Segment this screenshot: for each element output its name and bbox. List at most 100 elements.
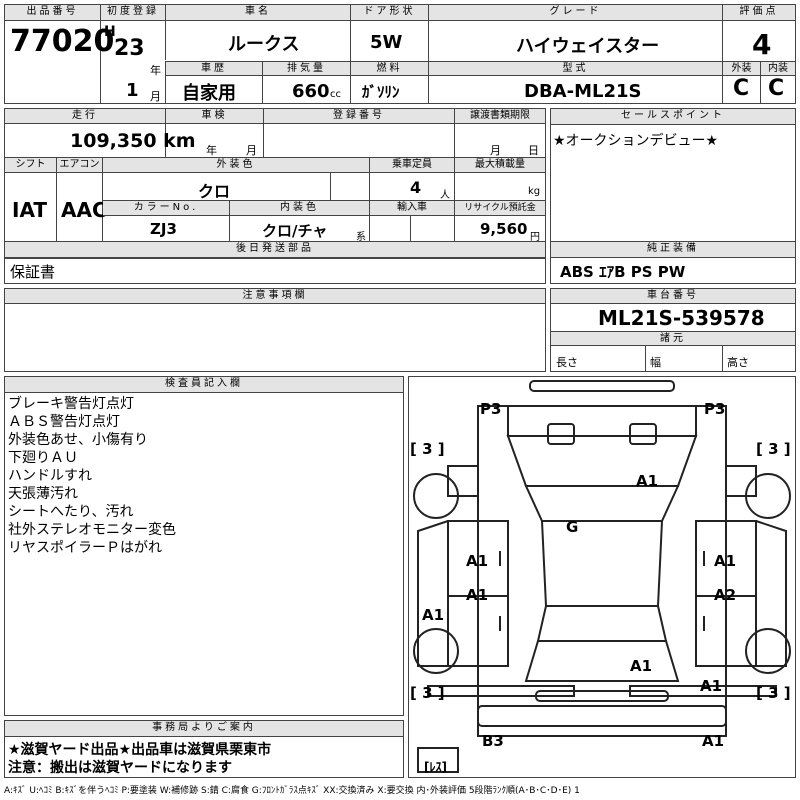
length-label: 長さ <box>556 356 578 369</box>
score: 4 <box>752 28 772 61</box>
capacity: 4 <box>410 178 422 197</box>
inspector-box <box>4 376 404 716</box>
later-parts: 保証書 <box>10 263 56 281</box>
int-color: クロ/チャ <box>262 222 328 240</box>
note-4: 下廻りＡＵ <box>8 450 78 466</box>
later-parts-box <box>4 258 546 284</box>
reg-month: 1 <box>126 80 139 101</box>
insp-month-unit: 月 <box>246 144 257 157</box>
insp-year-unit: 年 <box>206 144 217 157</box>
mark-tire-fl: [ 3 ] <box>410 440 445 458</box>
caution-label: 注意事項欄 <box>5 289 545 304</box>
legend: A:ｷｽﾞ U:ﾍｺﾐ B:ｷｽﾞを伴うﾍｺﾐ P:要塗装 W:補修跡 S:錆 … <box>4 786 580 796</box>
door-label: ドア形状 <box>351 5 428 21</box>
lot-label: 出品番号 <box>5 5 100 21</box>
sales-point: ★オークションデビュー★ <box>553 133 719 149</box>
colorno-label: カラーNo. <box>103 201 229 216</box>
mark-fl-door: A1 <box>466 552 489 570</box>
interior-label: 内装 <box>761 62 795 76</box>
mark-rl-door: A1 <box>466 586 489 604</box>
lot-number: 77020 <box>10 24 115 59</box>
era: H <box>104 24 116 40</box>
transfer-label: 譲渡書類期限 <box>455 109 545 124</box>
spec-block <box>4 108 546 260</box>
int-color-label: 内装色 <box>230 201 369 216</box>
year-unit: 年 <box>150 64 161 77</box>
maxload-label: 最大積載量 <box>455 158 545 173</box>
mark-tire-rl: [ 3 ] <box>410 684 445 702</box>
ac-label: エアコン <box>57 158 102 173</box>
width-label: 幅 <box>650 356 661 369</box>
grade: ハイウェイスター <box>516 36 660 57</box>
mark-p3-right: P3 <box>704 400 726 418</box>
first-reg-label: 初度登録 <box>101 5 165 21</box>
genuine-equipment: ABS ｴｱB PS PW <box>560 263 686 281</box>
recycle-fee: 9,560 <box>480 220 528 238</box>
mark-p3-left: P3 <box>480 400 502 418</box>
shift: IAT <box>12 198 48 222</box>
exterior-label: 外装 <box>723 62 760 76</box>
maxload-unit: kg <box>528 186 541 197</box>
displacement: 660 <box>292 81 330 102</box>
mark-right-rear: A1 <box>700 677 723 695</box>
sales-label: セールスポイント <box>551 109 795 125</box>
mileage: 109,350 km <box>70 130 196 152</box>
inspection-label: 車検 <box>166 109 263 124</box>
door-type: 5W <box>370 32 403 53</box>
displacement-label: 排気量 <box>263 62 350 76</box>
dims-label: 諸元 <box>551 331 795 346</box>
import-label: 輸入車 <box>370 201 454 216</box>
note-5: ハンドルすれ <box>8 468 92 484</box>
grade-label: グレード <box>429 5 722 21</box>
int-color-unit: 系 <box>356 232 366 243</box>
mark-rear-center: A1 <box>630 657 653 675</box>
note-1: ブレーキ警告灯点灯 <box>8 396 134 412</box>
office-label: 事務局よりご案内 <box>5 721 403 737</box>
interior-grade: C <box>768 76 785 101</box>
reg-year: 23 <box>114 36 145 61</box>
fuel: ｶﾞｿﾘﾝ <box>362 83 400 101</box>
recycle-label: リサイクル預託金 <box>455 201 545 216</box>
history: 自家用 <box>182 83 236 104</box>
note-8: 社外ステレオモニター変色 <box>8 522 176 538</box>
ext-color-label: 外装色 <box>103 158 369 173</box>
ac: AAC <box>61 198 107 222</box>
mark-tire-rr: [ 3 ] <box>756 684 791 702</box>
height-label: 高さ <box>727 356 749 369</box>
car-name: ルークス <box>228 34 300 55</box>
note-7: シートへたり、汚れ <box>8 504 134 520</box>
model: DBA-ML21S <box>524 81 642 102</box>
car-name-label: 車名 <box>166 5 350 21</box>
mark-left-sill: A1 <box>422 606 445 624</box>
recycle-unit: 円 <box>530 232 540 243</box>
month-unit: 月 <box>150 90 161 103</box>
note-3: 外装色あせ、小傷有り <box>8 432 148 448</box>
mark-tire-fr: [ 3 ] <box>756 440 791 458</box>
mark-a1-bottom: A1 <box>702 732 725 750</box>
office-line-1: ★滋賀ヤード出品★出品車は滋賀県栗東市 <box>8 742 272 758</box>
note-6: 天張薄汚れ <box>8 486 78 502</box>
history-label: 車歴 <box>166 62 262 76</box>
note-2: ＡＢＳ警告灯点灯 <box>8 414 120 430</box>
genuine-label: 純正装備 <box>551 242 795 258</box>
inspector-label: 検査員記入欄 <box>5 377 403 393</box>
shift-label: シフト <box>5 158 56 173</box>
mark-b3: B3 <box>482 732 504 750</box>
fuel-label: 燃料 <box>351 62 428 76</box>
car-outline <box>413 380 791 773</box>
transfer-day-unit: 日 <box>528 144 539 157</box>
displacement-unit: cc <box>330 89 341 100</box>
chassis-label: 車台番号 <box>551 289 795 304</box>
exterior-grade: C <box>733 76 750 101</box>
score-label: 評価点 <box>723 5 795 21</box>
note-9: リヤスポイラーＰはがれ <box>8 540 162 556</box>
mark-fr-door: A1 <box>714 552 737 570</box>
chassis-number: ML21S-539578 <box>598 306 765 330</box>
mileage-label: 走行 <box>5 109 165 124</box>
model-label: 型式 <box>429 62 722 76</box>
mark-spare: [ﾚｽ] <box>424 760 447 774</box>
regno-label: 登録番号 <box>264 109 454 124</box>
mark-roof: G <box>566 518 579 536</box>
colorno: ZJ3 <box>150 220 177 238</box>
capacity-label: 乗車定員 <box>370 158 454 173</box>
